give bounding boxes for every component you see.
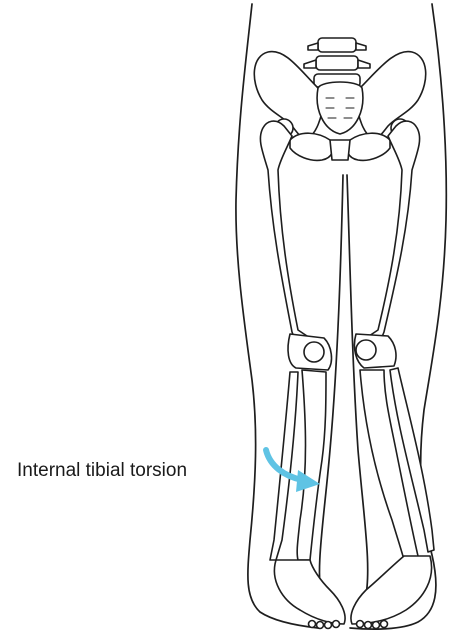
knee-left-side <box>288 334 331 370</box>
lumbar-spine <box>304 38 370 87</box>
foot-left-side <box>274 560 345 629</box>
annotation-label: Internal tibial torsion <box>17 460 187 482</box>
foot-right-side <box>351 556 432 629</box>
lower-leg-right-side <box>360 368 434 560</box>
lower-leg-left-side <box>270 370 326 560</box>
knee-right-side <box>354 334 396 368</box>
